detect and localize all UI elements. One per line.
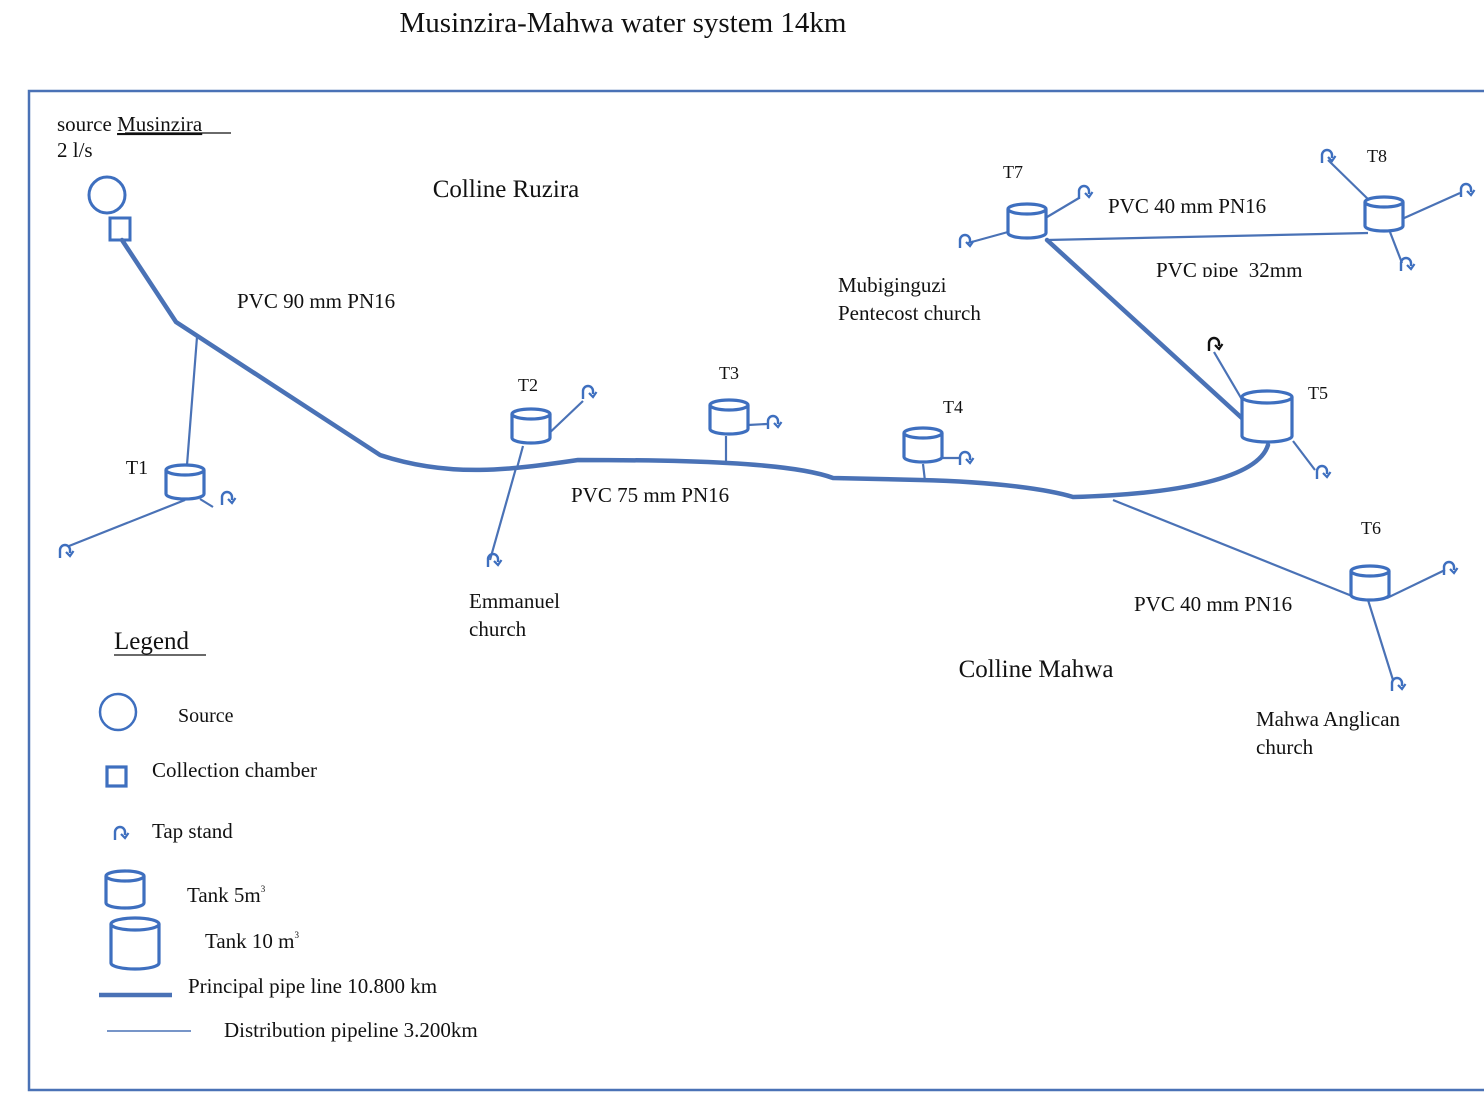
source-circle [87,175,127,215]
source-flow: 2 l/s [57,138,93,162]
legend: Legend Source Collection chamber Tap sta… [98,628,478,1042]
pipe-label-40mm-top: PVC 40 mm PN16 [1108,194,1266,218]
legend-source-label: Source [178,705,234,727]
tank-label-t3: T3 [719,363,739,383]
legend-tank10-symbol [109,916,161,971]
legend-title: Legend [114,628,189,655]
legend-tap-icon [113,825,130,842]
place-emmanuel-line2: church [469,617,527,641]
diagram-title: Musinzira-Mahwa water system 14km [400,7,847,39]
hill-ruzira: Colline Ruzira [433,176,580,203]
tank-label-t4: T4 [943,397,963,417]
tank-label-t5: T5 [1308,383,1328,403]
legend-tank10-label: Tank 10 m3 [205,929,300,953]
tank-t5 [1240,389,1294,444]
legend-tap-label: Tap stand [152,819,233,843]
tank-label-t2: T2 [518,375,538,395]
legend-tank5-symbol [104,869,146,910]
pipe-label-40mm-bottom: PVC 40 mm PN16 [1134,592,1292,616]
legend-chamber-symbol [105,765,128,788]
tank-t4 [902,426,944,464]
legend-tank5-label: Tank 5m3 [187,883,266,907]
principal-pipeline [119,237,1271,500]
pipe-label-90mm: PVC 90 mm PN16 [237,289,395,313]
pipe-label-32mm: PVC pipe 32mm [1156,258,1302,282]
hill-mahwa: Colline Mahwa [959,656,1114,683]
tank-t7 [1006,202,1048,240]
pipe-label-75mm: PVC 75 mm PN16 [571,483,729,507]
tank-t2 [510,407,552,445]
place-mahwa-anglican-line1: Mahwa Anglican [1256,707,1401,731]
tank-t3 [708,398,750,436]
tank-label-t8: T8 [1367,146,1387,166]
legend-chamber-label: Collection chamber [152,758,317,782]
place-emmanuel-line1: Emmanuel [469,589,560,613]
distribution-pipelines [68,159,1461,681]
tank-label-t7: T7 [1003,162,1023,182]
pipe-t7-t5 [1044,237,1247,423]
legend-source-symbol [98,692,138,732]
tank-t1 [164,463,206,501]
tank-label-t1: T1 [126,457,148,479]
source-label: source Musinzira [57,112,203,136]
map-border [27,89,1484,1092]
collection-chamber [108,216,132,242]
place-mubiginguzi-line1: Mubiginguzi [838,273,947,297]
place-mubiginguzi-line2: Pentecost church [838,301,981,325]
legend-principal-label: Principal pipe line 10.800 km [188,974,437,998]
tank-label-t6: T6 [1361,518,1381,538]
tank-t6 [1349,564,1391,602]
legend-distribution-label: Distribution pipeline 3.200km [224,1018,478,1042]
place-mahwa-anglican-line2: church [1256,735,1314,759]
tank-t8 [1363,195,1405,233]
